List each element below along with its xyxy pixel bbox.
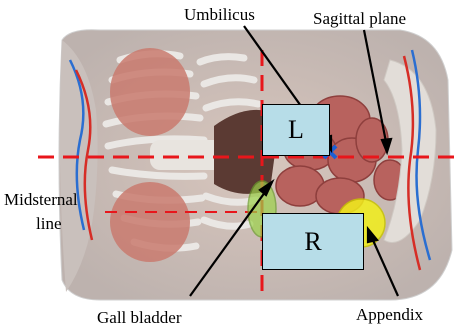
appendix-label: Appendix <box>356 306 423 323</box>
gall-bladder-label: Gall bladder <box>97 309 182 326</box>
lung-lower <box>110 182 190 262</box>
umbilicus-label: Umbilicus <box>184 6 255 23</box>
midsternal-line-label-1: Midsternal <box>4 191 78 208</box>
midsternal-line-label-2: line <box>36 215 62 232</box>
left-region-box: L <box>262 104 330 156</box>
right-region-box: R <box>262 213 364 270</box>
sagittal-plane-label: Sagittal plane <box>313 10 406 27</box>
lung-upper <box>110 48 190 136</box>
